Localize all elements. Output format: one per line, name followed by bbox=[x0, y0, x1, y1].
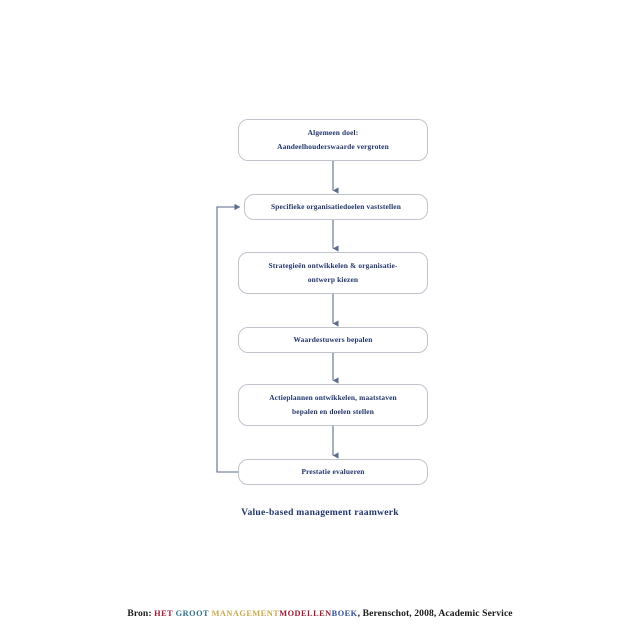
node-label-line1: Strategieën ontwikkelen & organisatie- bbox=[268, 260, 398, 270]
node-strategieen[interactable]: Strategieën ontwikkelen & organisatie- o… bbox=[238, 252, 428, 294]
node-label-line2: Aandeelhouderswaarde vergroten bbox=[277, 142, 389, 151]
node-label-line1: Specifieke organisatiedoelen vaststellen bbox=[271, 201, 401, 211]
source-title-management: MANAGEMENT bbox=[211, 609, 280, 618]
flowchart-diagram: Algemeen doel: Aandeelhouderswaarde verg… bbox=[216, 119, 428, 518]
node-label-line2: ontwerp kiezen bbox=[307, 275, 359, 284]
source-citation: Bron: HET GROOT MANAGEMENTMODELLENBOEK, … bbox=[0, 608, 640, 619]
node-algemeen-doel[interactable]: Algemeen doel: Aandeelhouderswaarde verg… bbox=[238, 119, 428, 161]
flowchart-connectors bbox=[216, 161, 339, 473]
node-actieplannen[interactable]: Actieplannen ontwikkelen, maatstaven bep… bbox=[238, 384, 428, 426]
node-label-line1: Prestatie evalueren bbox=[301, 466, 365, 476]
connector-feedback-loop bbox=[216, 203, 241, 473]
source-title-boek: BOEK bbox=[331, 609, 358, 618]
source-label: Bron: bbox=[127, 608, 152, 619]
source-title-groot: GROOT bbox=[175, 609, 210, 618]
diagram-caption: Value-based management raamwerk bbox=[241, 507, 399, 518]
source-title-het: HET bbox=[154, 609, 174, 618]
node-specifieke-doelen[interactable]: Specifieke organisatiedoelen vaststellen bbox=[244, 194, 428, 220]
node-label-line1: Waardestuwers bepalen bbox=[293, 334, 373, 344]
node-waardestuwers[interactable]: Waardestuwers bepalen bbox=[238, 327, 428, 353]
node-label-line2: bepalen en doelen stellen bbox=[292, 407, 374, 416]
node-prestatie[interactable]: Prestatie evalueren bbox=[238, 459, 428, 485]
node-label-line1: Algemeen doel: bbox=[307, 127, 359, 137]
node-label-line1: Actieplannen ontwikkelen, maatstaven bbox=[269, 392, 397, 402]
source-title-modellen: MODELLEN bbox=[279, 609, 332, 618]
source-rest: , Berenschot, 2008, Academic Service bbox=[357, 608, 513, 619]
